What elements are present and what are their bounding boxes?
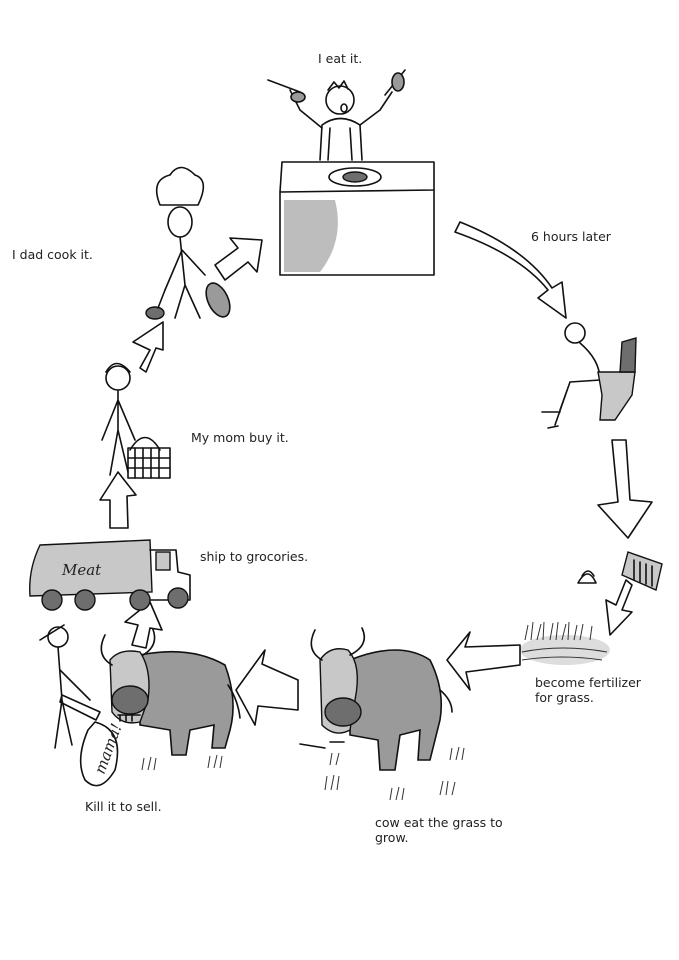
eating-person — [267, 69, 406, 161]
label-dad-cook: I dad cook it. — [12, 247, 93, 262]
svg-text:mama!: mama! — [91, 721, 126, 776]
arrow-to-table — [214, 237, 263, 281]
chef-dad — [145, 166, 231, 320]
speech-bubble: mama! — [79, 721, 126, 787]
label-fertilizer-line1: become fertilizer — [535, 675, 641, 690]
table — [279, 161, 435, 276]
person-on-toilet — [541, 322, 637, 429]
label-fertilizer-line2: for grass. — [535, 690, 594, 705]
label-kill-it: Kill it to sell. — [85, 799, 162, 814]
arrow-left-1 — [446, 631, 521, 691]
arrow-down — [597, 439, 653, 539]
cow-eating-grass — [299, 627, 465, 801]
cow-being-killed — [100, 626, 241, 771]
grass-patch — [520, 621, 610, 665]
meat-truck: Meat — [29, 539, 191, 611]
label-6-hours-later: 6 hours later — [531, 229, 611, 244]
fertilizer-bag — [577, 551, 663, 636]
arrow-up-3 — [132, 321, 164, 373]
arrow-to-toilet — [454, 221, 567, 319]
arrow-up-2 — [99, 471, 137, 529]
arrow-up-1 — [124, 601, 163, 649]
mom-with-basket — [101, 362, 171, 479]
arrow-left-2 — [235, 649, 299, 726]
label-mom-buy: My mom buy it. — [191, 430, 289, 445]
label-cow-line1: cow eat the grass to — [375, 815, 503, 830]
label-cow-line2: grow. — [375, 830, 409, 845]
svg-text:Meat: Meat — [61, 561, 102, 579]
label-ship: ship to grocories. — [200, 549, 309, 564]
label-i-eat-it: I eat it. — [318, 51, 363, 66]
butcher-man — [39, 624, 101, 749]
